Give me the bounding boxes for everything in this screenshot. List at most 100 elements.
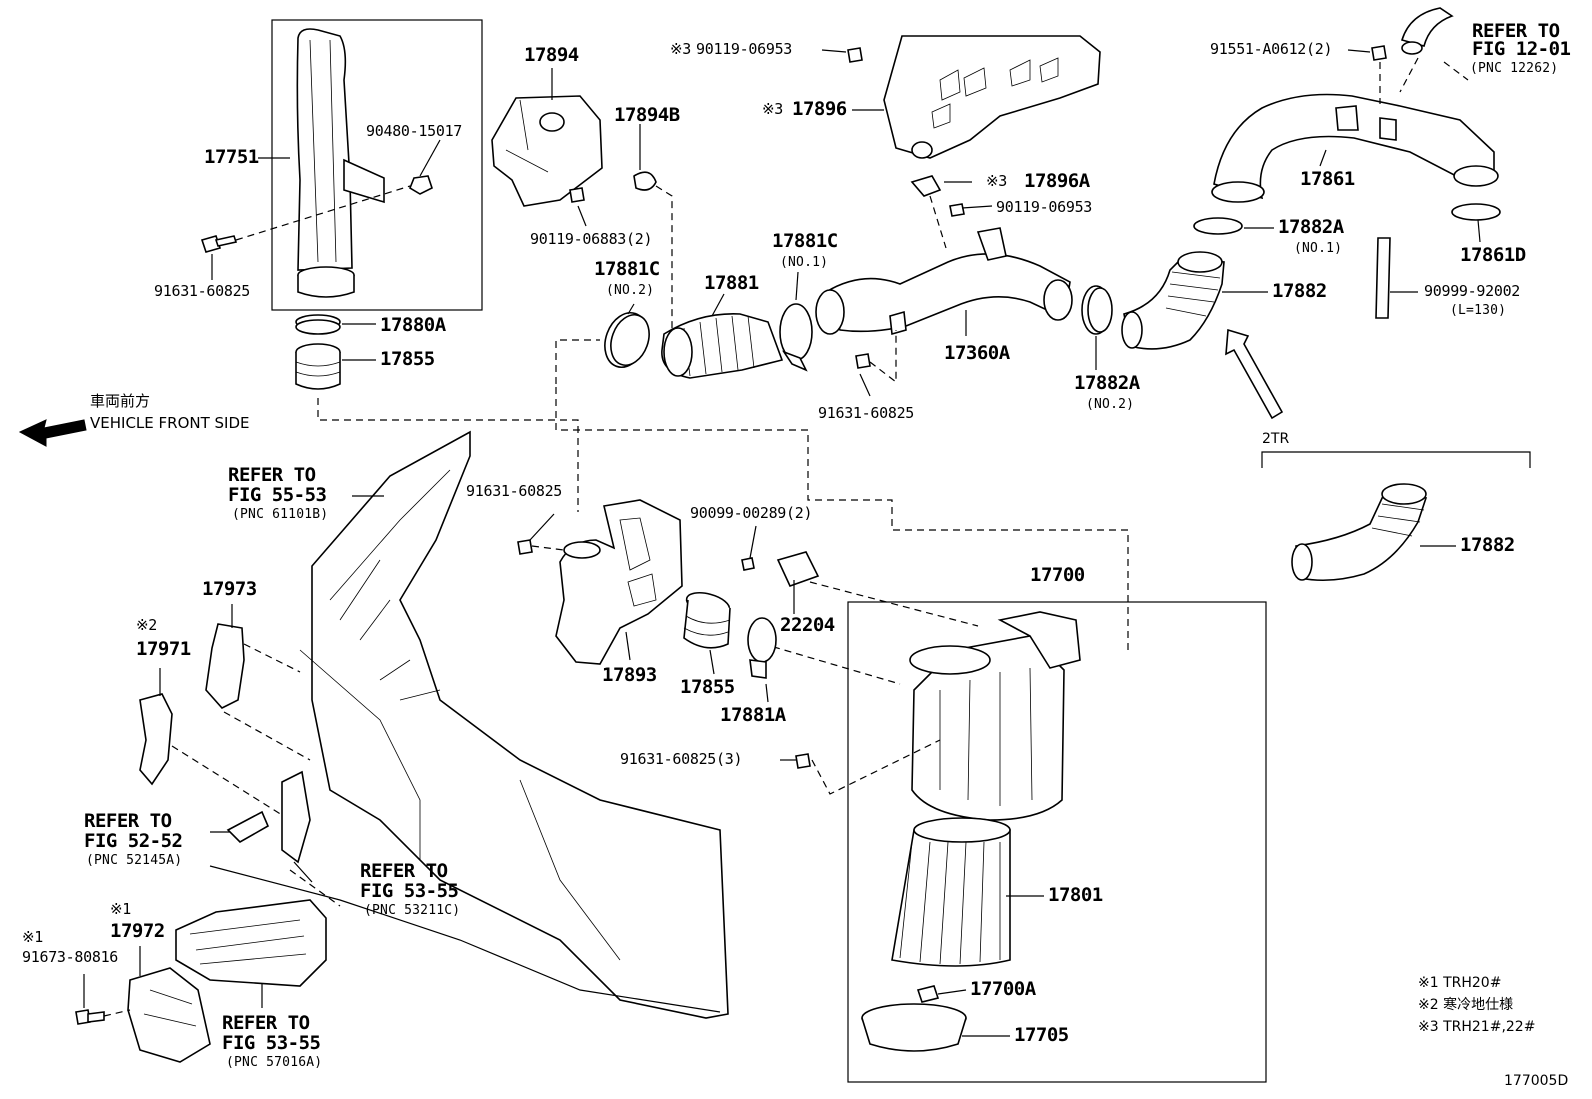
part-17880A-clamp bbox=[295, 314, 341, 335]
part-17973-bracket bbox=[205, 623, 245, 709]
part-17700A-clip bbox=[916, 985, 940, 1003]
dashed-leader-12-01 bbox=[1399, 57, 1469, 93]
label-17882-a: 17882 bbox=[1272, 280, 1327, 302]
dashed-leader-17881C bbox=[555, 339, 600, 384]
part-refer-53-55-bracket-a bbox=[281, 770, 311, 864]
note-3: ※3 TRH21#,22# bbox=[1418, 1019, 1536, 1035]
label-17700: 17700 bbox=[1030, 564, 1085, 586]
label-17855-b: 17855 bbox=[680, 676, 735, 698]
ref-52-52-line3: (PNC 52145A) bbox=[86, 853, 183, 868]
dashed-leader-bolt-c bbox=[531, 545, 565, 551]
ref-53-55a-line2: FIG 53-55 bbox=[360, 880, 459, 902]
part-17882A-clamp-no1 bbox=[1193, 217, 1243, 235]
label-17896: 17896 bbox=[792, 98, 847, 120]
label-17880A: 17880A bbox=[380, 314, 446, 336]
ref-12-01-line3: (PNC 12262) bbox=[1470, 61, 1559, 76]
label-91631-60825-b: 91631-60825 bbox=[818, 404, 915, 422]
leader-lines bbox=[83, 49, 1481, 1037]
part-17855-hose-b bbox=[683, 591, 731, 649]
label-length-130: (L=130) bbox=[1450, 303, 1507, 318]
label-91673-80816: 91673-80816 bbox=[22, 948, 119, 966]
direction-en: VEHICLE FRONT SIDE bbox=[90, 414, 250, 432]
label-90119-06883: 90119-06883(2) bbox=[530, 230, 653, 248]
part-17882A-clamp-no2 bbox=[1081, 285, 1113, 335]
label-17705: 17705 bbox=[1014, 1024, 1069, 1046]
mark-1-b: ※1 bbox=[22, 928, 43, 946]
label-17881A: 17881A bbox=[720, 704, 786, 726]
label-90119-06953-a: 90119-06953 bbox=[696, 40, 793, 58]
label-17855-a: 17855 bbox=[380, 348, 435, 370]
label-17882A-no2: 17882A bbox=[1074, 372, 1140, 394]
part-17700-air-cleaner bbox=[909, 611, 1081, 821]
mark-2: ※2 bbox=[136, 616, 157, 634]
part-refer-52-52-bracket bbox=[226, 810, 270, 843]
label-17861: 17861 bbox=[1300, 168, 1355, 190]
part-17971-bracket bbox=[139, 693, 173, 786]
note-2: ※2 寒冷地仕様 bbox=[1418, 997, 1514, 1013]
mark-3-a: ※3 bbox=[670, 40, 691, 58]
part-17360A-pipe bbox=[815, 227, 1073, 336]
group-box-17751 bbox=[271, 19, 483, 311]
ref-55-53-line3: (PNC 61101B) bbox=[232, 507, 329, 522]
label-17861D: 17861D bbox=[1460, 244, 1526, 266]
part-17882-hose-b bbox=[1291, 483, 1428, 582]
variant-label-2TR: 2TR bbox=[1262, 431, 1290, 447]
ref-55-53-line2: FIG 55-53 bbox=[228, 484, 327, 506]
mark-3-b: ※3 bbox=[762, 100, 783, 118]
ref-53-55a-line3: (PNC 53211C) bbox=[364, 903, 461, 918]
dashed-leader-left bbox=[171, 643, 311, 821]
label-17972: 17972 bbox=[110, 920, 165, 942]
part-90119-06953-bolt-a bbox=[847, 47, 863, 63]
part-91551-A0612-bolt bbox=[1371, 45, 1387, 61]
label-90099-00289: 90099-00289(2) bbox=[690, 504, 813, 522]
dashed-leader-53-55 bbox=[289, 869, 341, 907]
label-90999-92002: 90999-92002 bbox=[1424, 282, 1521, 300]
ref-53-55a-line1: REFER TO bbox=[360, 860, 448, 882]
body-edge-line bbox=[209, 865, 721, 1013]
label-17882-b: 17882 bbox=[1460, 534, 1515, 556]
label-no2-a: (NO.2) bbox=[606, 283, 655, 298]
mark-1-a: ※1 bbox=[110, 900, 131, 918]
label-17882A-no1: 17882A bbox=[1278, 216, 1344, 238]
part-17861-pipe bbox=[1211, 93, 1499, 203]
part-17881A-clamp bbox=[747, 617, 777, 679]
group-box-17700 bbox=[847, 601, 1267, 1083]
label-17894B: 17894B bbox=[614, 104, 680, 126]
label-17973: 17973 bbox=[202, 578, 257, 600]
part-17972-tray bbox=[175, 899, 327, 987]
label-17801: 17801 bbox=[1048, 884, 1103, 906]
label-no2-b: (NO.2) bbox=[1086, 397, 1135, 412]
part-17894B-clip bbox=[633, 171, 657, 191]
part-17855-hose-a bbox=[295, 343, 341, 390]
part-90119-06953-bolt-b bbox=[949, 203, 965, 217]
part-22204-sensor bbox=[776, 551, 820, 587]
ref-52-52-line2: FIG 52-52 bbox=[84, 830, 183, 852]
label-17751: 17751 bbox=[204, 146, 259, 168]
label-91551-A0612: 91551-A0612(2) bbox=[1210, 40, 1333, 58]
label-17881: 17881 bbox=[704, 272, 759, 294]
label-no1-a: (NO.1) bbox=[780, 255, 829, 270]
part-17705-cap bbox=[861, 1003, 967, 1052]
label-91631-60825-a: 91631-60825 bbox=[154, 282, 251, 300]
dashed-leader-17855 bbox=[317, 398, 579, 512]
part-90099-00289-bolt bbox=[741, 557, 755, 571]
part-17861D-clamp bbox=[1451, 203, 1501, 221]
part-17896A-clip bbox=[910, 175, 942, 197]
part-17882-hose-a bbox=[1121, 251, 1225, 350]
label-no1-b: (NO.1) bbox=[1294, 241, 1343, 256]
body-panel bbox=[299, 430, 729, 1019]
dashed-leader-91673 bbox=[103, 1009, 131, 1017]
label-17896A: 17896A bbox=[1024, 170, 1090, 192]
ref-12-01-line2: FIG 12-01 bbox=[1472, 38, 1571, 60]
part-91673-80816-bolt bbox=[75, 1009, 105, 1025]
part-17881C-clamp-no2 bbox=[604, 312, 650, 368]
ref-55-53-line1: REFER TO bbox=[228, 464, 316, 486]
label-90119-06953-b: 90119-06953 bbox=[996, 198, 1093, 216]
label-17360A: 17360A bbox=[944, 342, 1010, 364]
ref-52-52-line1: REFER TO bbox=[84, 810, 172, 832]
dashed-leader-bolt-b bbox=[869, 330, 897, 384]
label-17971: 17971 bbox=[136, 638, 191, 660]
ref-53-55b-line1: REFER TO bbox=[222, 1012, 310, 1034]
